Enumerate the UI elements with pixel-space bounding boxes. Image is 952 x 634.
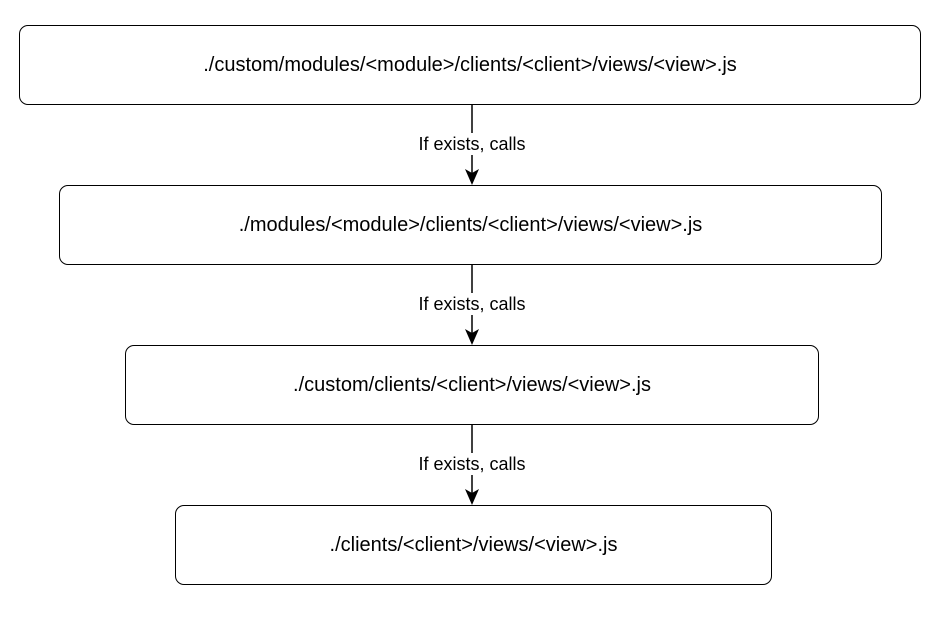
node-label: ./modules/<module>/clients/<client>/view…: [238, 213, 703, 236]
edge-arrow: If exists, calls: [417, 425, 527, 505]
node-custom-module-client-view: ./custom/modules/<module>/clients/<clien…: [19, 25, 921, 105]
edge-arrow: If exists, calls: [417, 105, 527, 185]
node-custom-client-view: ./custom/clients/<client>/views/<view>.j…: [125, 345, 819, 425]
node-client-view: ./clients/<client>/views/<view>.js: [175, 505, 772, 585]
edge-label: If exists, calls: [417, 453, 527, 475]
edge-label: If exists, calls: [417, 133, 527, 155]
node-label: ./custom/modules/<module>/clients/<clien…: [203, 53, 737, 76]
node-label: ./custom/clients/<client>/views/<view>.j…: [293, 373, 651, 396]
edge-arrow: If exists, calls: [417, 265, 527, 345]
node-label: ./clients/<client>/views/<view>.js: [329, 533, 618, 556]
edge-label: If exists, calls: [417, 293, 527, 315]
node-module-client-view: ./modules/<module>/clients/<client>/view…: [59, 185, 882, 265]
